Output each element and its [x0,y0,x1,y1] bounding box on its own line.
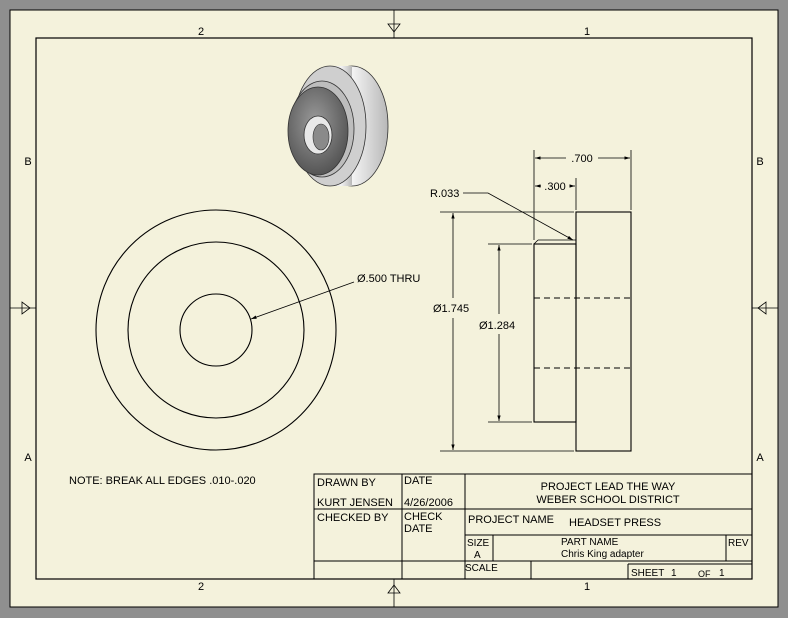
hole-callout-text: Ø.500 THRU [357,273,420,285]
centering-mark-right [757,301,767,315]
zone-label-left-a: A [24,452,32,464]
zone-label-bottom-2: 2 [198,581,204,593]
date-value: 4/26/2006 [404,497,453,509]
step-diameter-circle [127,241,305,419]
drawn-by-value: KURT JENSEN [317,497,393,509]
date-label: DATE [404,475,433,487]
scale-label: SCALE [465,563,498,574]
size-label: SIZE [467,538,490,549]
size-value: A [474,550,481,561]
centering-mark-bottom [387,584,401,594]
of-label: OF [698,569,711,579]
zone-label-right-b: B [756,156,763,168]
paper [9,9,779,608]
checked-by-label: CHECKED BY [317,512,389,524]
outer-diameter-circle [95,209,337,451]
dim-width-overall: .700 [571,153,592,165]
washer-3d-view [287,65,389,187]
sheet-label: SHEET [631,568,664,579]
part-name-value: Chris King adapter [561,549,644,560]
general-note: NOTE: BREAK ALL EDGES .010-.020 [69,475,256,487]
of-value: 1 [719,568,725,579]
hole-circle [179,293,253,367]
rev-label: REV [728,538,749,549]
title-block-text: DRAWN BY KURT JENSEN DATE 4/26/2006 CHEC… [317,475,749,579]
title-block [313,473,753,580]
check-date-label-1: CHECK [404,511,443,523]
project-name-value: HEADSET PRESS [569,517,661,529]
sheet-value: 1 [671,568,677,579]
front-view [95,209,337,451]
zone-label-right-a: A [756,452,764,464]
side-view [533,211,632,452]
isometric-view [287,65,389,187]
project-name-label: PROJECT NAME [468,514,554,526]
dim-radius: R.033 [430,188,459,200]
org-line-2: WEBER SCHOOL DISTRICT [536,494,679,506]
dim-diameter-step: Ø1.284 [479,320,515,332]
step-outline [533,243,577,423]
centering-mark-top [387,23,401,33]
centering-mark-left [21,301,31,315]
drawn-by-label: DRAWN BY [317,477,377,489]
hole-callout: Ø.500 THRU [250,273,420,320]
side-dimensions [440,150,632,452]
dim-width-step: .300 [544,181,565,193]
check-date-label-2: DATE [404,523,433,535]
dim-diameter-outer: Ø1.745 [433,303,469,315]
part-name-label: PART NAME [561,537,619,548]
zone-label-top-2: 2 [198,26,204,38]
zone-label-bottom-1: 1 [584,581,590,593]
zone-label-left-b: B [24,156,31,168]
org-line-1: PROJECT LEAD THE WAY [541,481,676,493]
zone-label-top-1: 1 [584,26,590,38]
